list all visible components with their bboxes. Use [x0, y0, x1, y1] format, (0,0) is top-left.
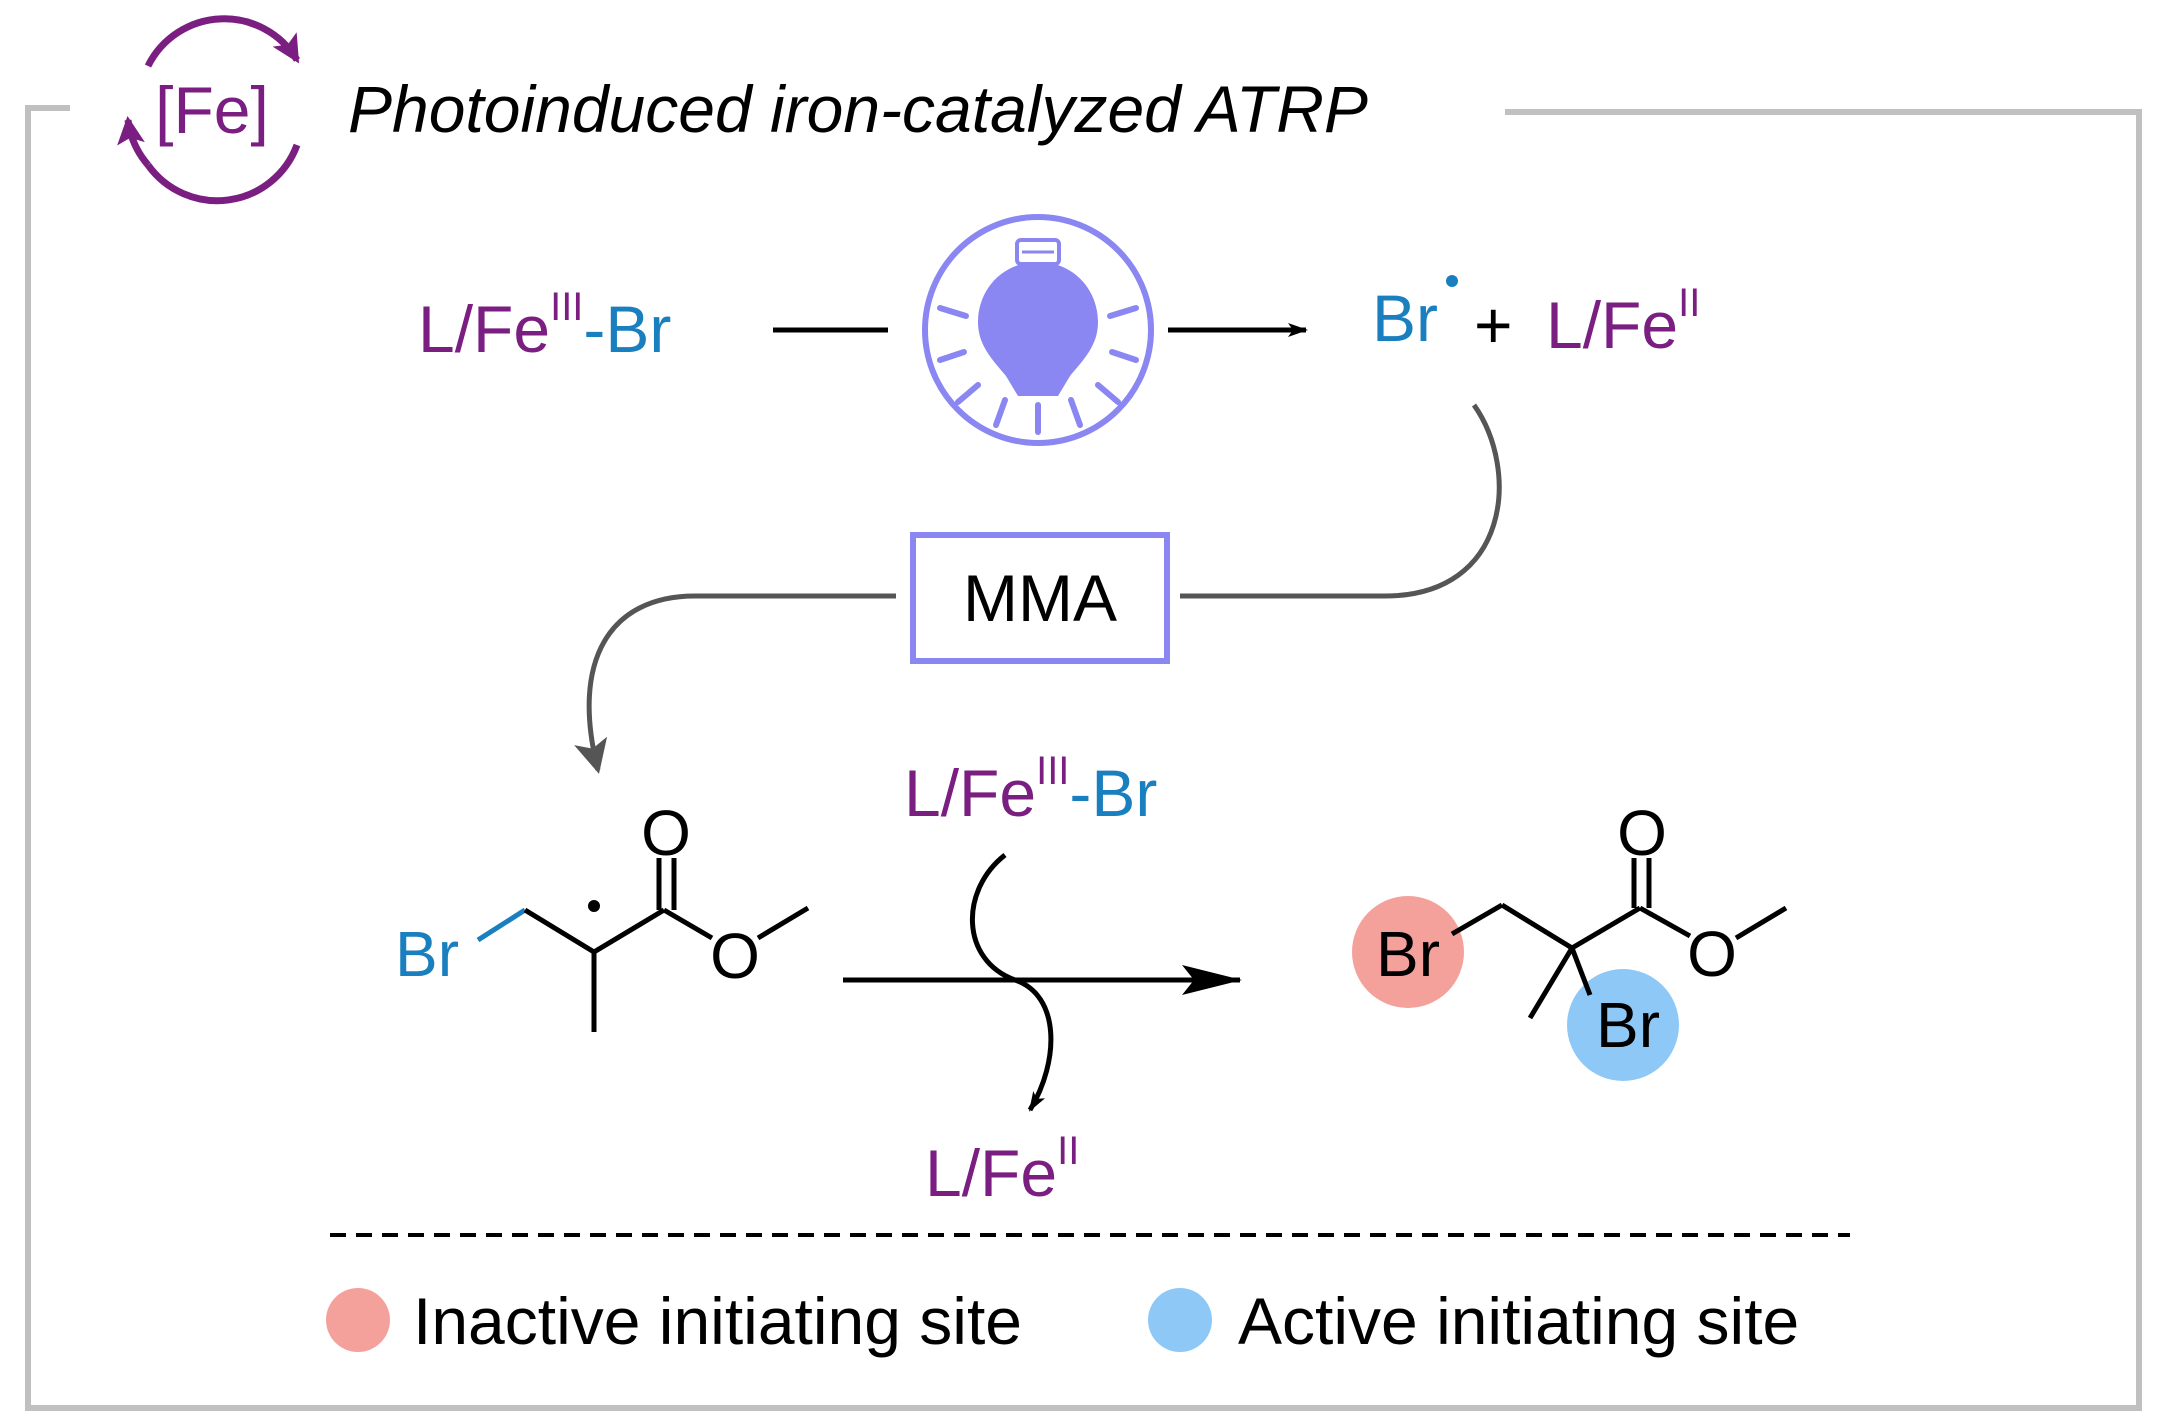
- mma-label: MMA: [963, 561, 1117, 635]
- light-bulb-icon: [922, 214, 1154, 446]
- product-carbonyl-o: O: [1617, 797, 1667, 869]
- mma-box: MMA: [910, 532, 1170, 664]
- active-site-highlight: [1567, 969, 1679, 1081]
- legend-inactive-label: Inactive initiating site: [413, 1284, 1022, 1358]
- reaction-1: L/FeIII-Br Br + L/FeI: [418, 214, 1700, 446]
- outer-frame: [25, 105, 2142, 1411]
- diagram-title: Photoinduced iron-catalyzed ATRP: [348, 72, 1368, 146]
- reagent-curve-arrow: [970, 853, 1054, 1112]
- legend-active-swatch: [1148, 1288, 1212, 1352]
- product-br-active: Br: [1596, 989, 1660, 1061]
- fe2-byproduct: L/FeII: [925, 1129, 1079, 1210]
- carbon-radical-dot: [588, 900, 600, 912]
- intermediate-carbonyl-o: O: [641, 797, 691, 869]
- intermediate-ester-o: O: [710, 920, 760, 992]
- fe3-br-reactant: L/FeIII-Br: [418, 285, 671, 366]
- br-radical: Br: [1372, 281, 1438, 355]
- fe-badge-label: [Fe]: [155, 73, 269, 147]
- radical-intermediate: Br O O: [395, 797, 810, 1032]
- radical-dot: [1446, 275, 1458, 287]
- legend: Inactive initiating site Active initiati…: [326, 1284, 1799, 1358]
- legend-inactive-swatch: [326, 1288, 390, 1352]
- fe2-product: L/FeII: [1546, 281, 1700, 362]
- fe-cycle-icon: [Fe]: [117, 15, 301, 205]
- product-ester-o: O: [1687, 918, 1737, 990]
- plus-sign: +: [1474, 288, 1513, 362]
- intermediate-br: Br: [395, 918, 459, 990]
- product-br-inactive: Br: [1376, 918, 1440, 990]
- addition-arrow-left: [574, 593, 896, 774]
- dibromo-product: Br Br O O: [1352, 797, 1788, 1081]
- legend-active-label: Active initiating site: [1238, 1284, 1799, 1358]
- fe3-br-reagent: L/FeIII-Br: [904, 749, 1157, 830]
- inactive-site-highlight: [1352, 896, 1464, 1008]
- addition-arrow-right: [1180, 403, 1502, 599]
